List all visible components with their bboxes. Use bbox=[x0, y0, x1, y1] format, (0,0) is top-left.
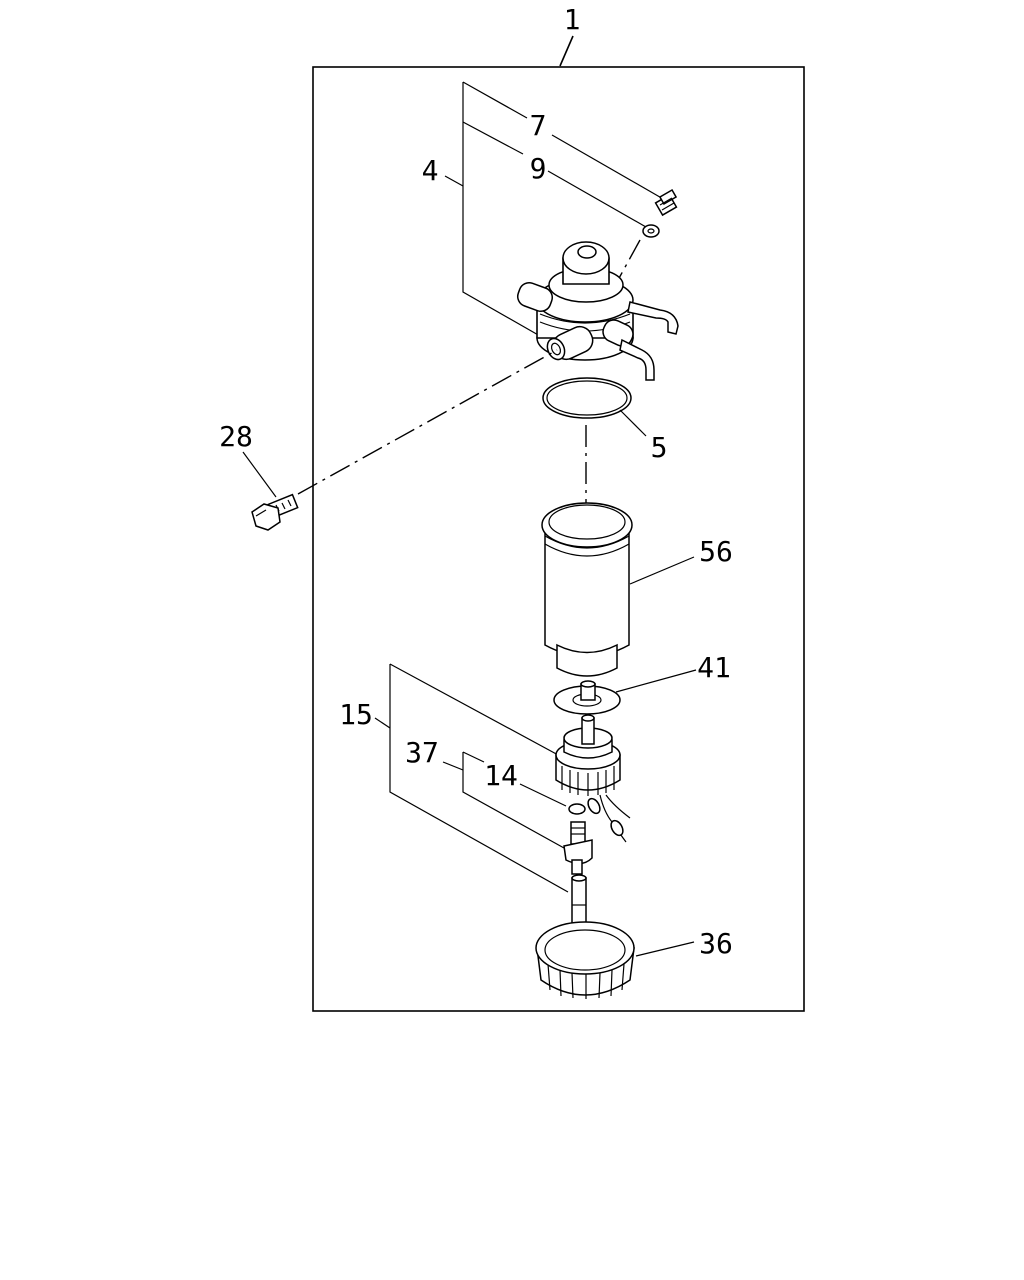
small-o-ring-part bbox=[568, 803, 586, 815]
leader-7-lower bbox=[551, 134, 666, 201]
callout-5: 5 bbox=[651, 431, 668, 464]
leader-56 bbox=[629, 556, 695, 585]
leader-14-upper bbox=[462, 751, 485, 763]
o-ring-part bbox=[542, 377, 632, 419]
filter-element-part bbox=[541, 502, 633, 677]
sensor-body-part bbox=[555, 714, 631, 843]
callout-36: 36 bbox=[699, 927, 733, 960]
callout-9: 9 bbox=[530, 152, 547, 185]
bolt-part bbox=[251, 493, 299, 531]
callout-56: 56 bbox=[699, 535, 733, 568]
leader-36 bbox=[635, 941, 695, 957]
gasket-part bbox=[553, 680, 621, 715]
retaining-ring-part bbox=[535, 921, 635, 999]
callout-4: 4 bbox=[422, 154, 439, 187]
leader-37 bbox=[442, 761, 464, 771]
washer-hole bbox=[647, 228, 655, 234]
callout-41: 41 bbox=[697, 651, 731, 684]
washer-part bbox=[642, 224, 660, 238]
leader-14 bbox=[519, 783, 567, 807]
assembly-frame bbox=[312, 66, 805, 1012]
leader-15-upper bbox=[389, 663, 561, 757]
leader-assembly-1 bbox=[559, 35, 574, 67]
alignment-line-9 bbox=[617, 239, 641, 281]
leader-28 bbox=[242, 451, 277, 498]
callout-15: 15 bbox=[339, 698, 373, 731]
vent-plug-part bbox=[654, 189, 678, 217]
leader-15 bbox=[374, 717, 391, 729]
bracket-group-4 bbox=[462, 82, 541, 337]
callout-7: 7 bbox=[530, 109, 547, 142]
drain-plug-part bbox=[563, 821, 593, 875]
callout-assembly-1: 1 bbox=[564, 3, 581, 36]
callout-28: 28 bbox=[219, 420, 253, 453]
leader-5 bbox=[619, 409, 647, 437]
callout-37: 37 bbox=[405, 736, 439, 769]
leader-9-upper bbox=[462, 121, 524, 155]
leader-41 bbox=[615, 669, 697, 693]
leader-9-lower bbox=[547, 170, 647, 228]
filter-head-part bbox=[516, 241, 679, 381]
leader-7-upper bbox=[462, 81, 528, 119]
bracket-group-15 bbox=[389, 664, 569, 893]
alignment-line-28 bbox=[297, 349, 558, 495]
leader-4 bbox=[444, 175, 464, 187]
callout-14: 14 bbox=[484, 759, 518, 792]
bracket-group-37 bbox=[462, 752, 565, 849]
